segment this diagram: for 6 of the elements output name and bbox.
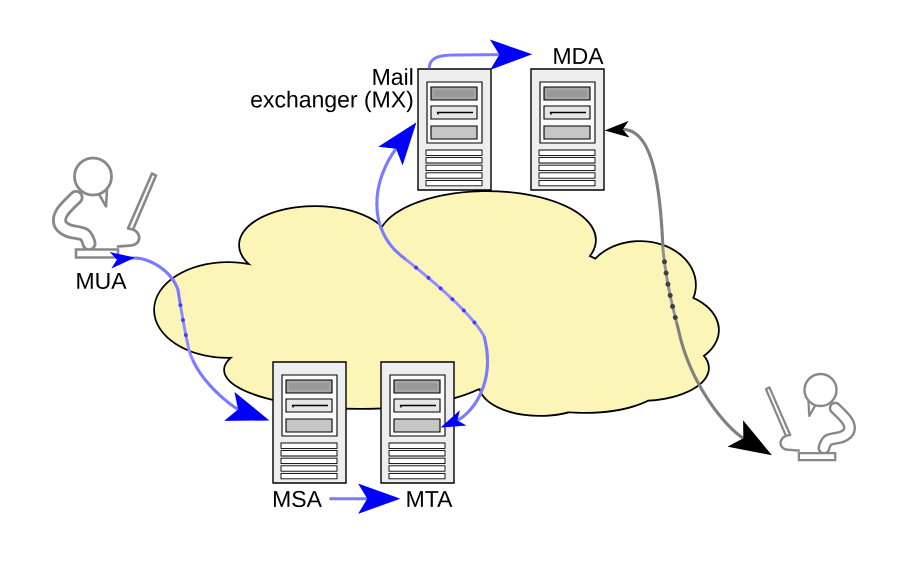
label: MDA xyxy=(554,48,604,64)
label: MSA xyxy=(274,490,322,508)
person-at-laptop xyxy=(764,372,856,462)
label: MTA xyxy=(407,491,452,507)
label: MUA xyxy=(77,272,127,290)
label: Mail exchanger (MX) xyxy=(251,68,412,112)
